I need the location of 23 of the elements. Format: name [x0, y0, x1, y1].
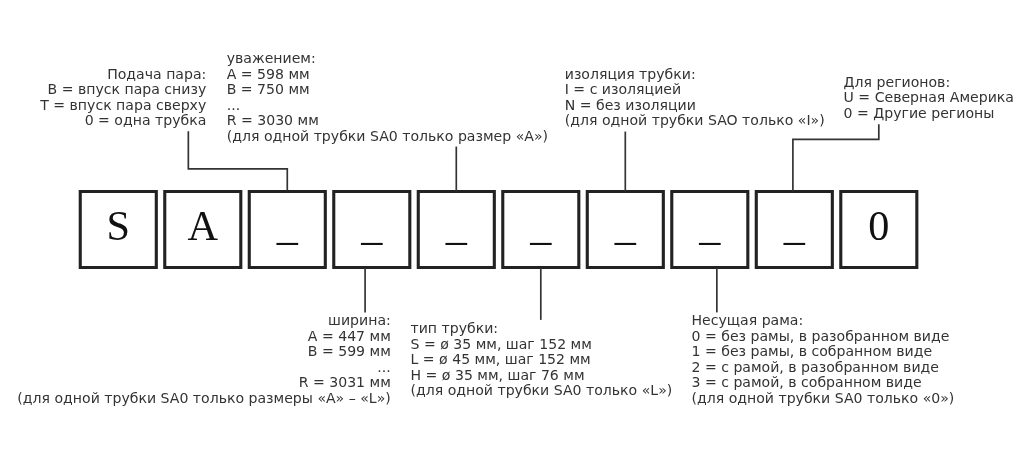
node-box: _	[754, 189, 834, 270]
node-box: _	[585, 189, 665, 270]
node-text: изоляция трубки: I = с изоляцией N = без изоляции (для одной трубки SAO только «I»)	[564, 65, 825, 129]
node-text: Для регионов: U = Северная Америка 0 = Другие регионы	[843, 73, 1014, 121]
node-text: Несущая рама: 0 = без рамы, в разобранном виде 1 = без рамы, в собранном виде 2 = с рамой, в разобранном виде 3 = с рамой, в собранном виде (для одной трубки SA0 только «0»)	[691, 312, 955, 406]
node-text: Подача пара: B = впуск пара снизу T = впуск пара сверху 0 = одна трубка	[40, 65, 207, 129]
node-text: уважением: A = 598 мм B = 750 мм ... R = 3030 мм (для одной трубки SA0 только размер «A»)	[226, 50, 549, 144]
node-box: _	[332, 189, 412, 270]
connector	[539, 267, 542, 321]
connector	[187, 130, 289, 192]
connector	[455, 145, 458, 193]
connector	[364, 267, 366, 314]
connector	[624, 130, 627, 193]
node-box: A	[163, 189, 243, 270]
node-box: _	[247, 189, 327, 270]
connector	[716, 267, 718, 314]
node-box: _	[416, 189, 496, 270]
node-box: 0	[839, 189, 919, 270]
node-box: S	[78, 189, 158, 270]
node-box: _	[501, 189, 581, 270]
node-box: _	[670, 189, 750, 270]
node-text: тип трубки: S = ø 35 мм, шаг 152 мм L = ø 45 мм, шаг 152 мм H = ø 35 мм, шаг 76 мм (для одной трубки SA0 только «L»)	[410, 320, 673, 398]
node-text: ширина: A = 447 мм B = 599 мм ... R = 3031 мм (для одной трубки SA0 только размеры «A» – «L»)	[17, 312, 391, 406]
